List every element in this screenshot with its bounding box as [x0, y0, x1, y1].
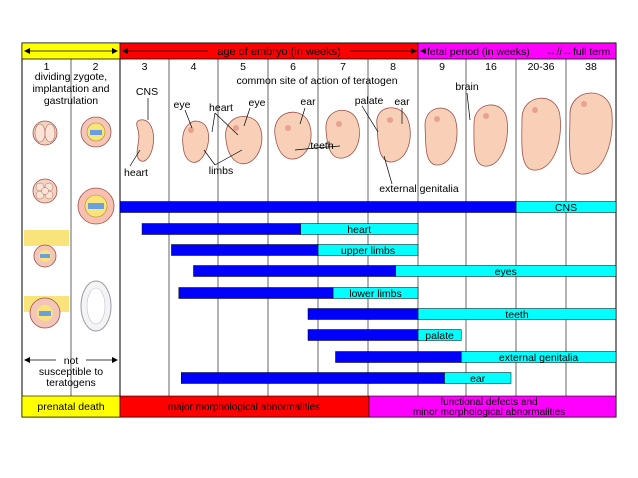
bilaminar-disc-icon — [77, 187, 115, 225]
bar-label: palate — [425, 330, 454, 342]
heart-label-top: heart — [209, 102, 233, 114]
bar-dark-segment — [171, 244, 319, 256]
embryo-week-4-icon — [182, 120, 210, 163]
bar-label: lower limbs — [349, 288, 402, 300]
bar-label: external genitalia — [499, 352, 579, 364]
external-genitalia-label: external genitalia — [379, 183, 459, 195]
eye-label-1: eye — [174, 99, 191, 111]
implanted-blastocyst-icon — [24, 296, 69, 329]
palate-label: palate — [355, 95, 384, 107]
week-labels: 1 2 3 4 5 6 7 8 9 16 20-36 38 — [44, 61, 597, 73]
fetus-week-9-icon — [424, 107, 458, 166]
header-yellow-arrow-right — [112, 48, 118, 54]
ear-label-1: ear — [300, 96, 316, 108]
week-label: 3 — [142, 61, 148, 73]
fetus-week-16-icon — [473, 104, 508, 167]
embryo-week-8-icon — [376, 107, 411, 163]
bar-label: teeth — [505, 309, 529, 321]
embryo-week-6-icon — [274, 111, 312, 160]
bar-dark-segment — [178, 287, 334, 299]
cns-label: CNS — [136, 86, 158, 98]
header-full-term-label: full term — [573, 46, 611, 58]
footer-prenatal-death-label: prenatal death — [37, 401, 104, 413]
bar-dark-segment — [307, 329, 419, 341]
footer-functional-label-1: functional defects and — [440, 397, 537, 408]
morula-icon — [32, 178, 58, 204]
fetus-week-20-36-icon — [521, 97, 561, 171]
week-label: 16 — [485, 61, 497, 73]
bar-dark-segment — [193, 265, 396, 277]
early-stage-label-3: gastrulation — [44, 95, 98, 107]
header-yellow-arrow-left — [24, 48, 30, 54]
header-embryo-label: age of embryo (in weeks) — [217, 46, 341, 58]
week-label: 6 — [290, 61, 296, 73]
week-label: 1 — [44, 61, 50, 73]
heart-label-left: heart — [124, 167, 148, 179]
week-label: 8 — [390, 61, 396, 73]
header-fetal-arrow-left — [420, 48, 426, 54]
not-susceptible-line-3: teratogens — [46, 377, 96, 389]
not-susceptible-annotation: not susceptible to teratogens — [24, 355, 118, 389]
header-fetal-label: fetal period (in weeks) — [427, 46, 530, 58]
zygote-illustrations — [24, 116, 115, 332]
early-stage-label-1: dividing zygote, — [35, 71, 107, 83]
eye-label-2: eye — [249, 97, 266, 109]
embryo-week-3-icon — [136, 119, 154, 162]
week-label: 4 — [191, 61, 197, 73]
bar-dark-segment — [119, 201, 517, 213]
header-break-symbol: ↔//↔ — [546, 46, 573, 58]
embryo-week-7-icon — [325, 109, 360, 159]
footer-major-label: major morphological abnormalities — [168, 402, 320, 413]
label-pointer-lines — [129, 92, 471, 185]
week-label: 5 — [240, 61, 246, 73]
embryo-illustrations — [136, 92, 613, 175]
week-label: 38 — [585, 61, 597, 73]
not-susceptible-line-2: susceptible to — [39, 366, 103, 378]
fetus-week-38-icon — [569, 92, 613, 175]
teratogen-site-label: common site of action of teratogen — [236, 75, 397, 87]
footer-functional-band — [368, 395, 617, 418]
week-label: 9 — [439, 61, 445, 73]
header-band: age of embryo (in weeks) fetal period (i… — [21, 42, 617, 60]
header-embryo-arrow-left — [122, 48, 128, 54]
teeth-label: teeth — [310, 140, 334, 152]
ear-label-2: ear — [394, 96, 410, 108]
not-susceptible-line-1: not — [64, 355, 79, 367]
bar-label: heart — [347, 224, 371, 236]
brain-label: brain — [455, 81, 479, 93]
bar-label: CNS — [555, 202, 577, 214]
bar-label: ear — [470, 373, 486, 385]
sensitivity-bars: CNS heart upper limbs eyes lower limbs teeth p… — [119, 201, 617, 385]
blastocyst-icon — [24, 230, 69, 268]
limbs-label: limbs — [209, 165, 234, 177]
footer-functional-label-2: minor morphological abnormalities — [413, 407, 565, 418]
header-embryo-arrow-right — [411, 48, 417, 54]
chorionic-sac-icon — [80, 280, 112, 332]
footer-band: prenatal death major morphological abnor… — [21, 395, 617, 418]
early-stage-label-2: implantation and — [32, 83, 109, 95]
embryo-week-5-icon — [225, 116, 263, 165]
bar-label: upper limbs — [341, 245, 395, 257]
bar-dark-segment — [181, 372, 445, 384]
blastocyst-implant-icon — [80, 116, 112, 148]
bar-label: eyes — [495, 266, 517, 278]
zygote-two-cell-icon — [32, 120, 58, 146]
bar-dark-segment — [141, 223, 301, 235]
week-label: 2 — [93, 61, 99, 73]
illustration-labels: CNS heart eye heart eye limbs ear teeth … — [124, 81, 479, 195]
week-label: 7 — [340, 61, 346, 73]
week-label: 20-36 — [528, 61, 555, 73]
bar-dark-segment — [307, 308, 419, 320]
bar-dark-segment — [335, 351, 462, 363]
